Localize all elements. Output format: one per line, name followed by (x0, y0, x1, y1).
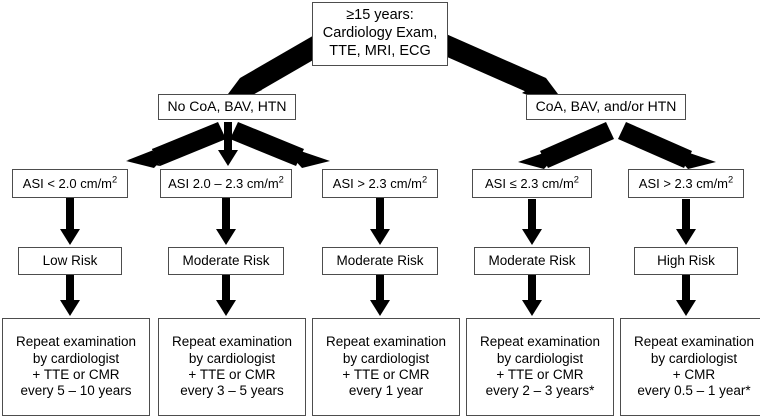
asi-gt-2-3-left-node: ASI > 2.3 cm/m2 (322, 169, 438, 198)
asi-le-2-3-node: ASI ≤ 2.3 cm/m2 (472, 169, 592, 198)
rec4-line-1: Repeat examination (479, 334, 601, 350)
rec4-line-3: + TTE or CMR (496, 367, 584, 382)
root-node-line-2: Cardiology Exam, (322, 25, 438, 42)
rec1-line-3: + TTE or CMR (32, 367, 120, 382)
coa-bav-htn-node: CoA, BAV, and/or HTN (526, 94, 686, 120)
arrow-risk4-to-rec4 (522, 275, 542, 316)
asi-gt-2-3-left-label: ASI > 2.3 cm/m2 (332, 174, 428, 191)
asi-le-2-3-exponent: 2 (573, 174, 579, 185)
recommendation-0-5-1-year-node: Repeat examination by cardiologist + CMR… (620, 318, 760, 416)
rec4-line-4: every 2 – 3 years* (485, 383, 595, 399)
risk-moderate-2-label: Moderate Risk (336, 252, 424, 268)
risk-moderate-1-label: Moderate Risk (182, 252, 270, 268)
risk-moderate-3-label: Moderate Risk (488, 252, 576, 268)
risk-moderate-3-node: Moderate Risk (474, 247, 590, 275)
rec5-line-2: by cardiologist (650, 350, 738, 366)
root-node-line-3: TTE, MRI, ECG (329, 42, 431, 59)
arrow-asi3-to-risk3 (370, 198, 390, 245)
rec2-line-1: Repeat examination (171, 334, 293, 350)
arrow-asi2-to-risk2 (216, 198, 236, 245)
arrow-risk2-to-rec2 (216, 275, 236, 316)
rec1-line-1: Repeat examination (15, 334, 137, 350)
asi-lt-2-0-node: ASI < 2.0 cm/m2 (12, 169, 128, 198)
asi-lt-2-0-exponent: 2 (112, 174, 118, 185)
rec3-line-4: every 1 year (348, 383, 424, 399)
asi-gt-2-3-right-exponent: 2 (728, 174, 734, 185)
arrow-left-branch-to-asi2 (218, 122, 238, 166)
asi-2-0-to-2-3-exponent: 2 (278, 174, 284, 185)
root-node: ≥15 years: Cardiology Exam, TTE, MRI, EC… (312, 2, 448, 66)
rec5-line-3: + CMR (672, 367, 716, 382)
rec5-line-1: Repeat examination (633, 334, 755, 350)
no-coa-bav-htn-node: No CoA, BAV, HTN (158, 94, 296, 120)
risk-high-node: High Risk (634, 247, 738, 275)
risk-low-node: Low Risk (18, 247, 122, 275)
arrow-asi4-to-risk4 (522, 199, 542, 245)
rec1-line-2: by cardiologist (32, 350, 120, 366)
arrow-asi5-to-risk5 (676, 199, 696, 245)
recommendation-2-3-years-node: Repeat examination by cardiologist + TTE… (466, 318, 614, 416)
rec1-line-4: every 5 – 10 years (20, 383, 132, 399)
recommendation-1-year-node: Repeat examination by cardiologist + TTE… (312, 318, 460, 416)
asi-le-2-3-label: ASI ≤ 2.3 cm/m2 (485, 174, 579, 191)
arrow-left-branch-to-asi1 (126, 122, 226, 168)
arrow-risk3-to-rec3 (370, 275, 390, 316)
rec4-line-2: by cardiologist (496, 350, 584, 366)
asi-gt-2-3-left-exponent: 2 (422, 174, 428, 185)
rec2-line-4: every 3 – 5 years (180, 383, 284, 399)
recommendation-5-10-years-node: Repeat examination by cardiologist + TTE… (2, 318, 150, 416)
rec5-line-4: every 0.5 – 1 year* (637, 383, 751, 399)
arrow-left-branch-to-asi3 (230, 122, 330, 168)
rec3-line-1: Repeat examination (325, 334, 447, 350)
risk-low-label: Low Risk (42, 252, 98, 268)
rec3-line-3: + TTE or CMR (342, 367, 430, 382)
coa-bav-htn-label: CoA, BAV, and/or HTN (535, 98, 677, 115)
asi-gt-2-3-right-label: ASI > 2.3 cm/m2 (638, 174, 734, 191)
risk-moderate-1-node: Moderate Risk (168, 247, 284, 275)
asi-gt-2-3-right-node: ASI > 2.3 cm/m2 (628, 169, 744, 198)
asi-2-0-to-2-3-label: ASI 2.0 – 2.3 cm/m2 (168, 174, 284, 191)
arrow-risk5-to-rec5 (676, 275, 696, 316)
arrow-right-branch-to-asi5 (618, 122, 716, 169)
rec3-line-2: by cardiologist (342, 350, 430, 366)
arrow-asi1-to-risk1 (60, 198, 80, 245)
risk-high-label: High Risk (657, 252, 715, 268)
arrow-risk1-to-rec1 (60, 275, 80, 316)
arrow-right-branch-to-asi4 (518, 122, 614, 169)
rec2-line-2: by cardiologist (188, 350, 276, 366)
asi-2-0-to-2-3-node: ASI 2.0 – 2.3 cm/m2 (160, 169, 292, 198)
rec2-line-3: + TTE or CMR (188, 367, 276, 382)
recommendation-3-5-years-node: Repeat examination by cardiologist + TTE… (158, 318, 306, 416)
no-coa-bav-htn-label: No CoA, BAV, HTN (167, 98, 287, 115)
risk-moderate-2-node: Moderate Risk (322, 247, 438, 275)
root-node-line-1: ≥15 years: (346, 7, 414, 24)
asi-lt-2-0-label: ASI < 2.0 cm/m2 (22, 174, 118, 191)
